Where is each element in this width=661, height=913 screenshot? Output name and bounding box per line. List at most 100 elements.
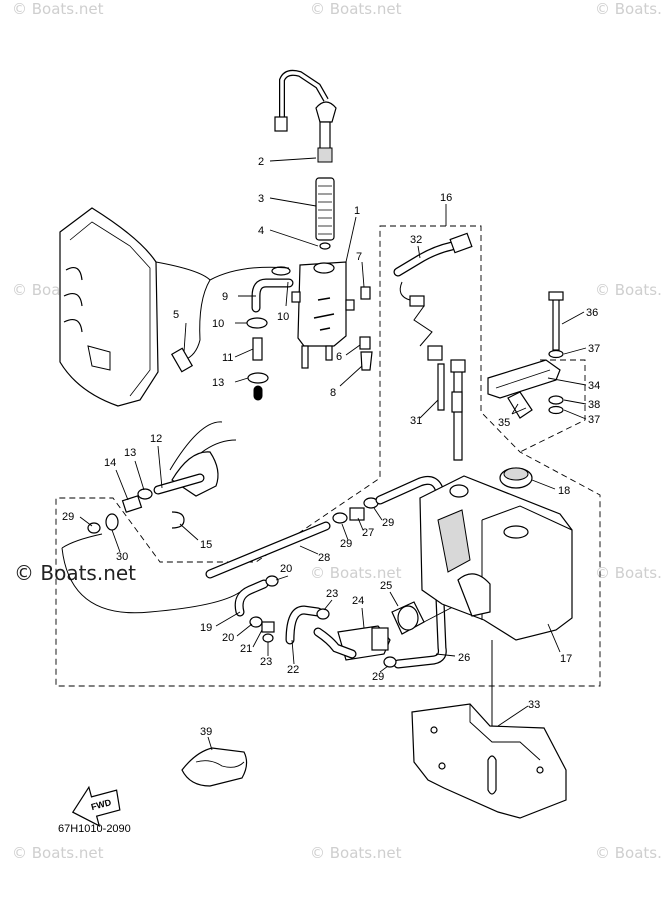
callout-34: 34 (588, 380, 600, 392)
callout-6: 6 (336, 351, 342, 363)
clip-15 (171, 511, 185, 529)
bolt-36 (552, 297, 560, 351)
lead-13b (134, 460, 145, 491)
case-body (297, 261, 347, 347)
line-19-to-left (61, 547, 241, 614)
clamp-10 (246, 317, 268, 329)
harness-32-inner (394, 242, 456, 276)
lead-20b (236, 623, 253, 637)
case-ribs (313, 297, 335, 331)
sender-head (427, 345, 443, 361)
callout-30: 30 (116, 551, 128, 563)
callout-15: 15 (200, 539, 212, 551)
lead-19 (215, 611, 241, 627)
clamp-13-top (247, 372, 269, 384)
silencer-body (59, 207, 159, 407)
plug-7 (360, 286, 371, 300)
callout-20b: 20 (222, 632, 234, 644)
callout-29b: 29 (340, 538, 352, 550)
tank-bracket (487, 291, 564, 419)
callout-19: 19 (200, 622, 212, 634)
bracket-edge (495, 369, 551, 389)
callout-12: 12 (150, 433, 162, 445)
watermark-bottom-center: © Boats.net (310, 844, 402, 862)
washer-37-top (548, 349, 564, 359)
callout-1: 1 (354, 205, 360, 217)
lead-14 (115, 469, 129, 501)
callout-28: 28 (318, 552, 330, 564)
callout-3: 3 (258, 193, 264, 205)
callout-32: 32 (410, 234, 422, 246)
callout-36: 36 (586, 307, 598, 319)
lead-39 (207, 736, 213, 751)
callout-10a: 10 (212, 318, 224, 330)
lead-1 (345, 216, 357, 263)
washer-6 (359, 336, 371, 350)
callout-39: 39 (200, 726, 212, 738)
oil-tank (419, 467, 573, 641)
clip-35 (507, 391, 533, 419)
lead-15 (179, 523, 199, 541)
sponge (181, 747, 248, 787)
callout-8: 8 (330, 387, 336, 399)
cap-18-top (503, 467, 529, 481)
lead-23b (323, 599, 333, 611)
mount-bracket (171, 451, 219, 497)
clamp-29-bottom (383, 656, 397, 668)
watermark-top-left: © Boats.net (12, 0, 104, 18)
lead-21 (252, 629, 263, 648)
lead-31 (419, 399, 439, 419)
callout-35: 35 (498, 417, 510, 429)
lead-24 (361, 607, 365, 629)
carb-mount (87, 421, 237, 534)
lead-7 (361, 261, 365, 288)
callout-10b: 10 (277, 311, 289, 323)
callout-24: 24 (352, 595, 364, 607)
case-neck (313, 262, 335, 274)
nut-38 (548, 395, 564, 405)
sender-top (450, 359, 466, 373)
watermark-large: © Boats.net (14, 561, 136, 585)
callout-38: 38 (588, 399, 600, 411)
lead-29b (341, 523, 349, 541)
callout-11: 11 (222, 352, 233, 364)
intake-silencer (59, 207, 290, 407)
case-drain (301, 345, 309, 369)
clamp-20-low (249, 616, 263, 628)
plate-slot (487, 755, 497, 795)
callouts: 1 2 3 4 5 6 7 8 9 10 10 11 12 13 13 14 1… (62, 156, 600, 738)
hose-22-inner (286, 606, 322, 644)
connector-32 (449, 232, 473, 254)
callout-37a: 37 (588, 343, 600, 355)
callout-18: 18 (558, 485, 570, 497)
lead-2 (269, 157, 317, 162)
grommet-30 (105, 513, 119, 531)
lead-26 (435, 653, 456, 657)
callout-16: 16 (440, 192, 452, 204)
lead-33 (497, 705, 529, 727)
callout-20a: 20 (280, 563, 292, 575)
lead-25 (389, 591, 399, 607)
fwd-arrow-shape (71, 785, 121, 827)
lead-12 (157, 445, 163, 489)
callout-27: 27 (362, 527, 374, 539)
case-outlet (325, 345, 333, 361)
tank-grommet (449, 484, 469, 498)
callout-33: 33 (528, 699, 540, 711)
plate-hole-2 (438, 762, 446, 770)
callout-29c: 29 (382, 517, 394, 529)
filter-ribs (318, 185, 332, 235)
lead-36 (561, 311, 585, 325)
harness-wire-inner (280, 71, 328, 125)
clamp-23-right (316, 608, 330, 620)
lead-38 (563, 399, 587, 405)
callout-26: 26 (458, 652, 470, 664)
vent-line-top (155, 261, 290, 281)
hose-19-inner (235, 580, 268, 616)
lead-6 (345, 344, 361, 356)
sender-harness (274, 69, 337, 163)
tank-handle (457, 573, 491, 617)
harness-connector (274, 116, 288, 132)
watermark-mid-right: © Boats.net (595, 281, 661, 299)
